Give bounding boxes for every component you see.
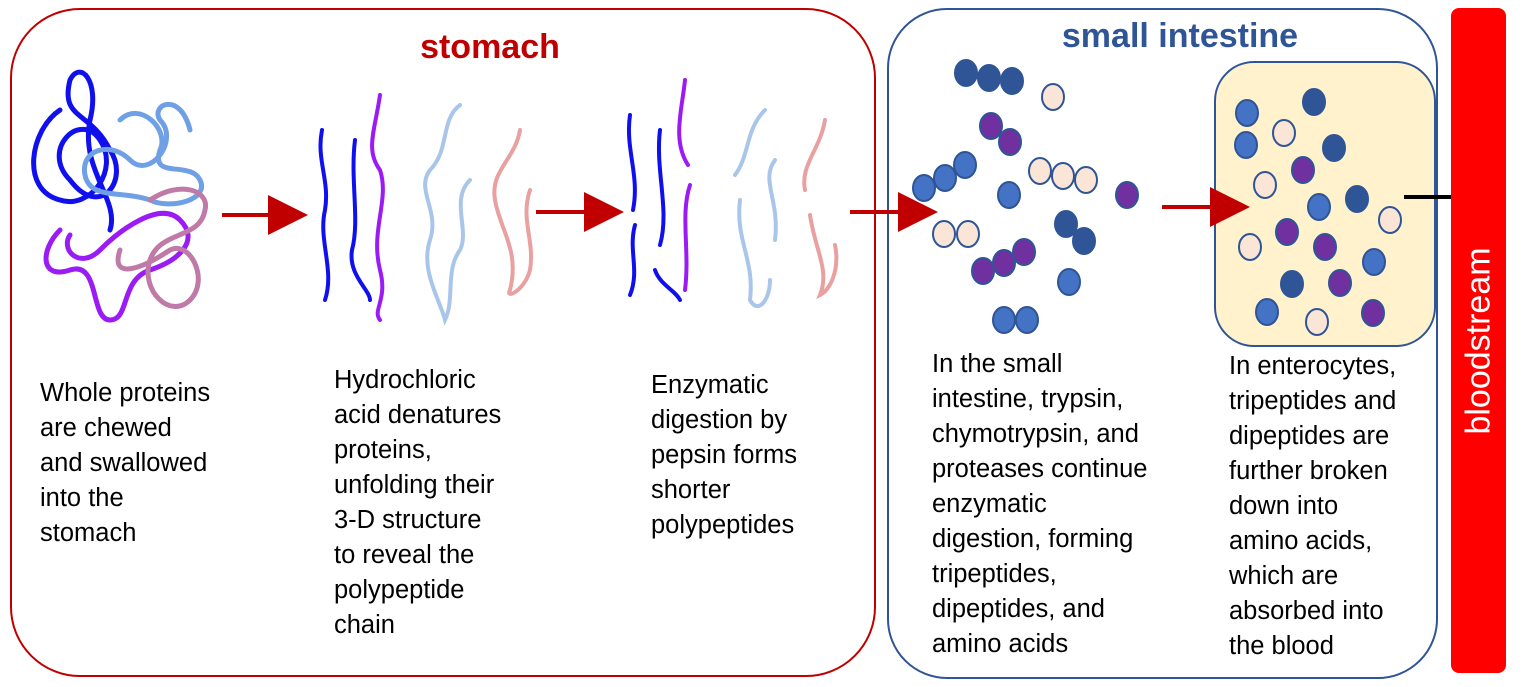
amino-acid-circle	[1328, 269, 1352, 297]
amino-acid-circle	[1313, 233, 1337, 261]
small-intestine-region	[887, 8, 1438, 679]
caption-enterocytes: In enterocytes, tripeptides and dipeptid…	[1229, 352, 1397, 660]
caption-pepsin: Enzymatic digestion by pepsin forms shor…	[651, 371, 797, 539]
small-intestine-title: small intestine	[1061, 17, 1299, 55]
amino-acid-circle	[1253, 171, 1277, 199]
amino-acid-circle	[977, 64, 1001, 92]
amino-acid-circle	[1041, 83, 1065, 111]
caption-small-intestine: In the small intestine, trypsin, chymotr…	[932, 350, 1148, 658]
amino-acid-circle	[912, 174, 936, 202]
amino-acid-circle	[1305, 308, 1329, 336]
amino-acid-circle	[1238, 233, 1262, 261]
caption-denaturation: Hydrochloric acid denatures proteins, un…	[334, 366, 502, 639]
stomach-title: stomach	[420, 28, 560, 66]
amino-acid-circle	[1307, 193, 1331, 221]
process-arrows	[222, 177, 1492, 235]
amino-acid-circle	[1054, 210, 1078, 238]
amino-acids	[912, 59, 1402, 336]
amino-acid-circle	[1361, 299, 1385, 327]
amino-acid-circle	[1074, 166, 1098, 194]
amino-acid-circle	[1235, 99, 1259, 127]
amino-acid-circle	[1015, 306, 1039, 334]
amino-acid-circle	[956, 220, 980, 248]
amino-acid-circle	[953, 151, 977, 179]
amino-acid-circle	[971, 257, 995, 285]
amino-acid-circle	[1322, 134, 1346, 162]
short-polypeptides-icon	[627, 78, 839, 308]
stomach-region	[10, 8, 876, 677]
amino-acid-circle	[979, 112, 1003, 140]
amino-acid-circle	[1000, 67, 1024, 95]
folded-protein-icon	[31, 69, 208, 323]
amino-acid-circle	[1012, 238, 1036, 266]
amino-acid-circle	[1291, 156, 1315, 184]
amino-acid-circle	[1345, 185, 1369, 213]
amino-acid-circle	[1275, 218, 1299, 246]
amino-acid-circle	[997, 181, 1021, 209]
amino-acid-circle	[998, 128, 1022, 156]
amino-acid-circle	[1051, 162, 1075, 190]
amino-acid-circle	[954, 59, 978, 87]
amino-acid-circle	[1072, 227, 1096, 255]
amino-acid-circle	[992, 249, 1016, 277]
amino-acid-circle	[1115, 181, 1139, 209]
amino-acid-circle	[1255, 298, 1279, 326]
amino-acid-circle	[933, 164, 957, 192]
amino-acid-circle	[1280, 270, 1304, 298]
amino-acid-circle	[1272, 119, 1296, 147]
denatured-polypeptide-icon	[318, 93, 533, 326]
bloodstream-label: bloodstream	[1459, 246, 1497, 435]
caption-whole-proteins: Whole proteins are chewed and swallowed …	[40, 379, 211, 547]
amino-acid-circle	[1028, 157, 1052, 185]
amino-acid-circle	[1362, 248, 1386, 276]
amino-acid-circle	[992, 306, 1016, 334]
amino-acid-circle	[1057, 268, 1081, 296]
amino-acid-circle	[1302, 88, 1326, 116]
amino-acid-circle	[932, 220, 956, 248]
bloodstream-bar: bloodstream	[1451, 8, 1506, 673]
amino-acid-circle	[1378, 206, 1402, 234]
amino-acid-circle	[1234, 131, 1258, 159]
